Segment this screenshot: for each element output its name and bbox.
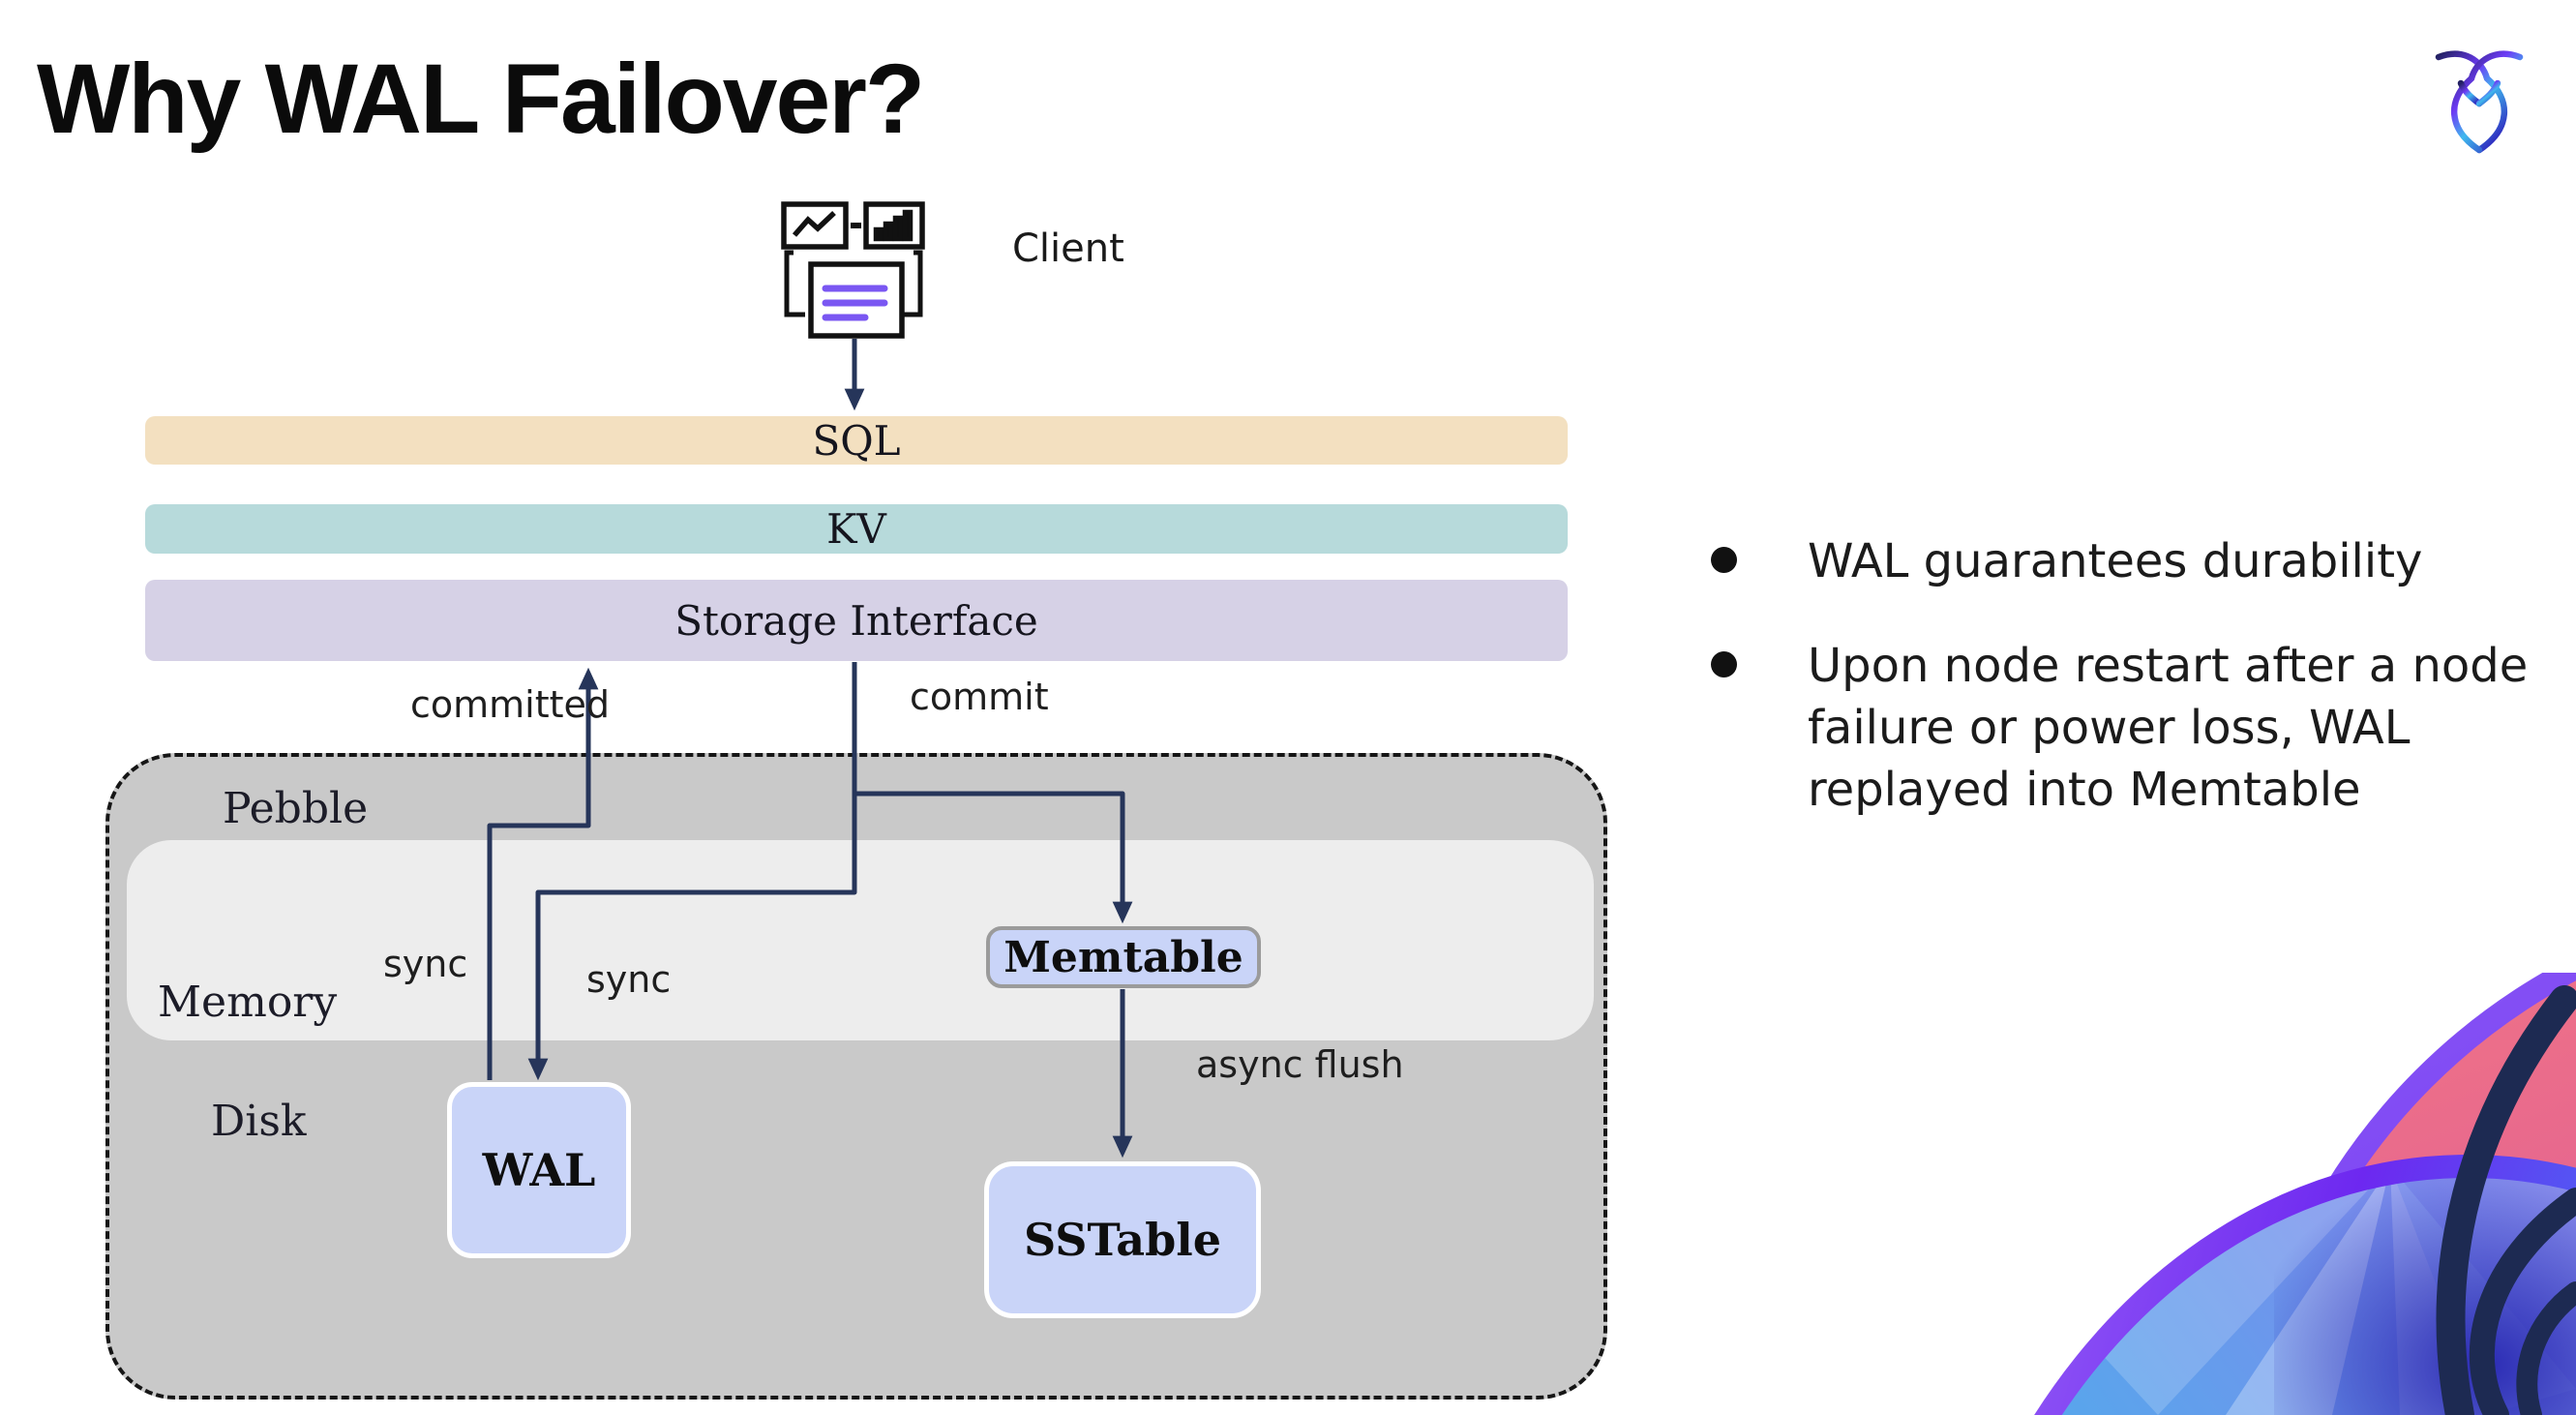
commit-edge-label: commit [910, 676, 1049, 718]
line-chart-icon [781, 201, 849, 250]
memtable-label: Memtable [1003, 932, 1243, 982]
brand-art-decoration [2034, 973, 2576, 1415]
bullet-dot [1711, 651, 1737, 677]
sstable-node: SSTable [984, 1161, 1261, 1318]
sync-right-edge-label: sync [586, 958, 672, 1001]
memory-region [127, 840, 1594, 1040]
async-flush-edge-label: async flush [1196, 1043, 1404, 1086]
layer-bar-storage-interface: Storage Interface [145, 580, 1568, 661]
bullet-item: Upon node restart after a node failure o… [1701, 635, 2543, 821]
bullet-text: WAL guarantees durability [1808, 534, 2423, 588]
memory-label: Memory [158, 978, 338, 1027]
wal-label: WAL [482, 1144, 596, 1196]
leaf-veins [2436, 985, 2576, 1415]
layer-bar-kv: KV [145, 504, 1568, 554]
sstable-label: SSTable [1024, 1214, 1221, 1266]
committed-edge-label: committed [410, 683, 611, 726]
layer-label-storage-interface: Storage Interface [674, 596, 1038, 645]
wal-node: WAL [447, 1082, 631, 1258]
client-label: Client [1012, 226, 1124, 271]
client-icon [781, 201, 925, 339]
bullet-list: WAL guarantees durability Upon node rest… [1701, 530, 2543, 863]
bracket-left-icon [784, 250, 805, 317]
layer-label-sql: SQL [812, 416, 901, 465]
memtable-node: Memtable [986, 926, 1261, 988]
page-title: Why WAL Failover? [37, 44, 925, 154]
pebble-label: Pebble [223, 784, 369, 833]
bullet-dot [1711, 547, 1737, 573]
disk-label: Disk [211, 1097, 307, 1146]
layer-bar-sql: SQL [145, 416, 1568, 465]
layer-label-kv: KV [826, 505, 886, 553]
bracket-right-icon [902, 250, 923, 317]
cockroachdb-logo-icon [2435, 50, 2524, 154]
sync-left-edge-label: sync [383, 943, 468, 985]
bullet-item: WAL guarantees durability [1701, 530, 2543, 592]
bullet-text: Upon node restart after a node failure o… [1808, 639, 2529, 817]
